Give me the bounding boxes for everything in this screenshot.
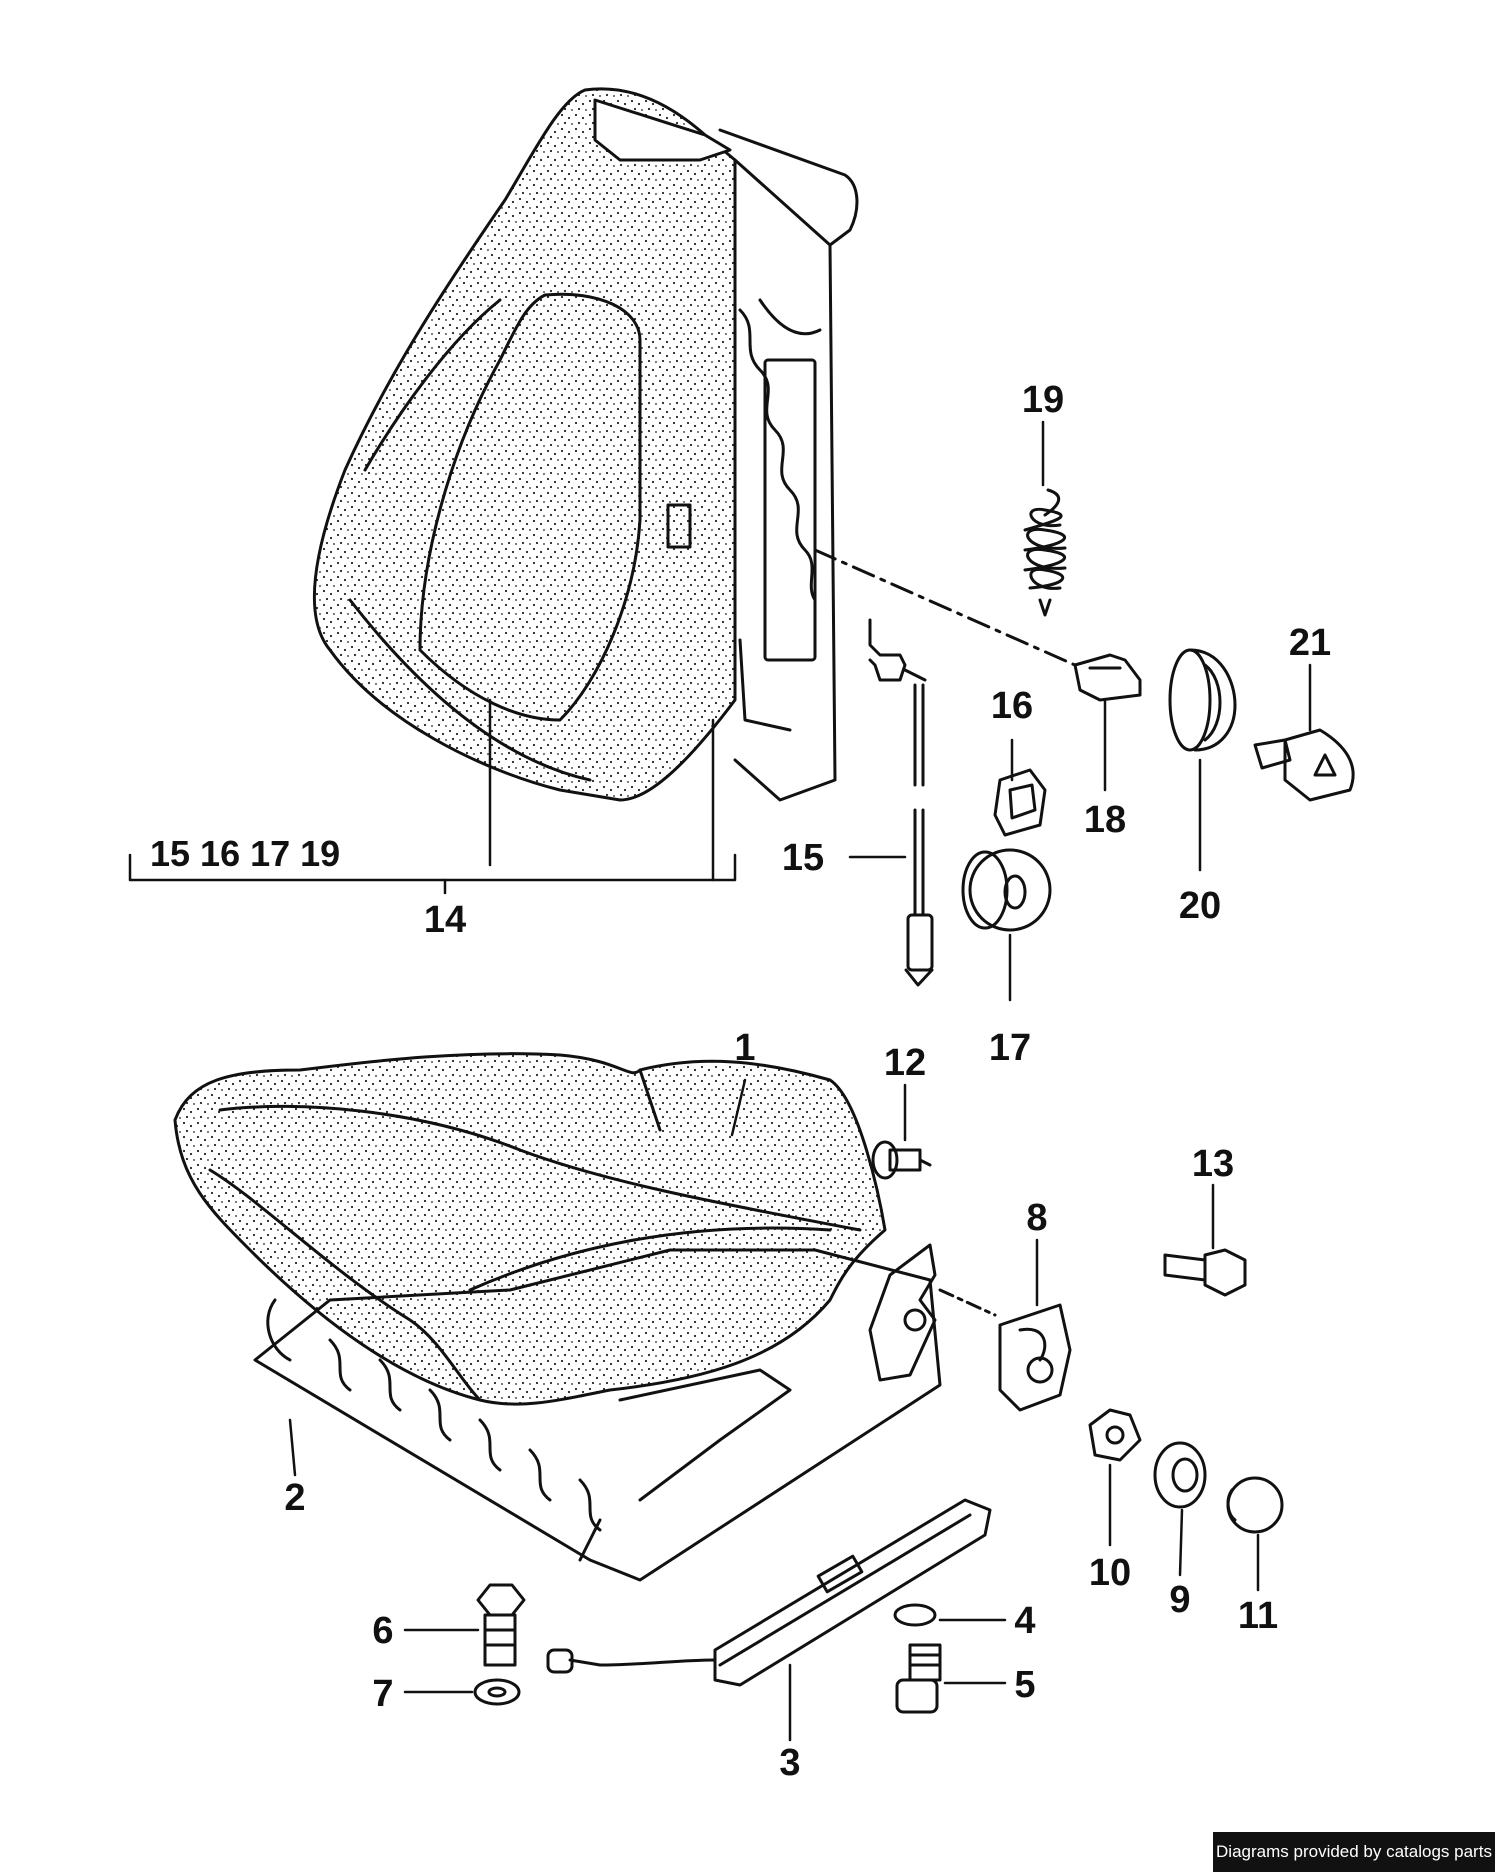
leader-lines — [128, 420, 1312, 1742]
callout-16: 16 — [991, 685, 1033, 727]
backrest-drawing — [312, 87, 859, 802]
assembly-line — [813, 548, 1077, 667]
washer-7-drawing — [473, 1678, 521, 1706]
callout-3: 3 — [779, 1742, 800, 1784]
knob-9-drawing — [1153, 1441, 1207, 1509]
hinge-plate-drawing — [868, 1243, 937, 1382]
bushing-drawing — [961, 848, 1052, 932]
screw-12-drawing — [871, 1140, 932, 1180]
seat-frame-drawing — [253, 1248, 942, 1582]
lever-drawing — [1253, 728, 1355, 802]
spring-drawing — [1023, 488, 1067, 617]
knob-cover-drawing — [1168, 648, 1237, 752]
group-label-14: 15 16 17 19 — [150, 833, 340, 874]
seat-rail-drawing — [546, 1498, 992, 1687]
callout-12: 12 — [884, 1042, 926, 1084]
callout-8: 8 — [1026, 1197, 1047, 1239]
hinge-cover-drawing — [998, 1303, 1072, 1412]
callout-20: 20 — [1179, 885, 1221, 927]
callout-5: 5 — [1014, 1664, 1035, 1706]
callout-17: 17 — [989, 1027, 1031, 1069]
callout-11: 11 — [1238, 1595, 1278, 1637]
callout-21: 21 — [1289, 622, 1331, 664]
callout-13: 13 — [1192, 1143, 1234, 1185]
bolt-6-drawing — [476, 1583, 526, 1667]
callout-14: 14 — [424, 899, 466, 941]
callout-9: 9 — [1169, 1579, 1190, 1621]
clip-drawing — [993, 768, 1047, 837]
callout-15: 15 — [782, 837, 824, 879]
ratchet-plate-drawing — [1088, 1408, 1142, 1462]
assembly-line-2 — [938, 1288, 997, 1317]
callout-2: 2 — [284, 1477, 305, 1519]
bolt-13-drawing — [1163, 1248, 1247, 1297]
callout-1: 1 — [734, 1027, 755, 1069]
bolt-5-drawing — [895, 1643, 942, 1714]
adjustment-rod-drawing — [868, 618, 934, 987]
credit-badge: Diagrams provided by catalogs parts — [1213, 1832, 1495, 1872]
callout-19: 19 — [1022, 379, 1064, 421]
bracket-drawing — [1073, 653, 1142, 702]
washer-4-drawing — [893, 1603, 937, 1627]
callout-7: 7 — [372, 1673, 393, 1715]
seat-cushion-drawing — [173, 1052, 887, 1406]
callout-labels: 1 2 3 4 5 6 7 8 9 10 11 12 13 14 15 16 1… — [150, 379, 1331, 1784]
cap-drawing — [1226, 1476, 1284, 1534]
callout-6: 6 — [372, 1610, 393, 1652]
callout-4: 4 — [1014, 1600, 1035, 1642]
callout-18: 18 — [1084, 799, 1126, 841]
callout-10: 10 — [1089, 1552, 1131, 1594]
